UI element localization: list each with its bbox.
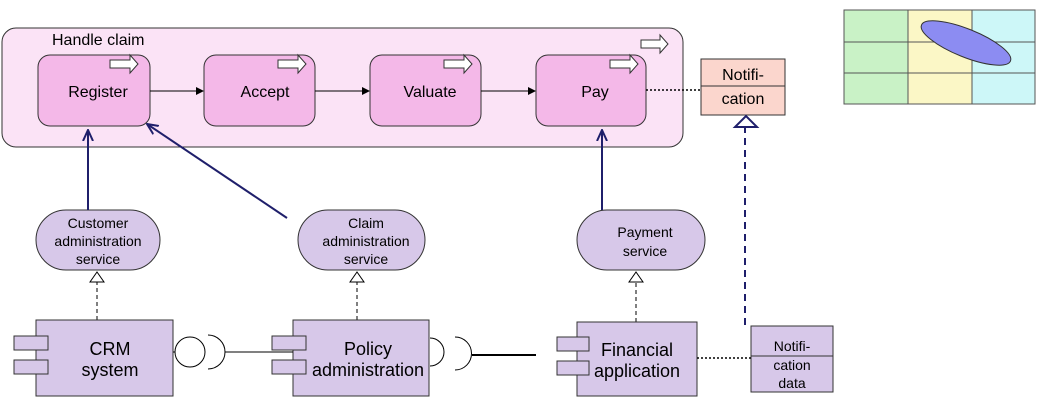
crm-policy-interface bbox=[173, 334, 293, 370]
component-icon bbox=[13, 359, 49, 375]
component-icon bbox=[271, 335, 307, 351]
customer-service-line2: administration bbox=[54, 233, 141, 249]
customer-service-line3: service bbox=[76, 251, 121, 267]
financial-label-line1: Financial bbox=[601, 340, 673, 360]
policy-label-line1: Policy bbox=[344, 339, 392, 359]
step-pay-label: Pay bbox=[581, 84, 609, 101]
payment-service-line2: service bbox=[623, 243, 668, 259]
step-register: Register bbox=[37, 53, 151, 127]
step-pay: Pay bbox=[535, 53, 647, 127]
policy-administration-component: Policy administration bbox=[271, 319, 430, 397]
component-icon bbox=[556, 360, 590, 376]
notification-event: Notifi- cation bbox=[700, 58, 786, 116]
legend-matrix bbox=[843, 9, 1036, 105]
component-icon bbox=[271, 359, 307, 375]
notification-data-line2: cation bbox=[773, 357, 810, 373]
step-accept: Accept bbox=[203, 53, 316, 127]
step-accept-label: Accept bbox=[241, 84, 290, 101]
component-icon bbox=[13, 335, 49, 351]
claim-service-line2: administration bbox=[322, 233, 409, 249]
customer-administration-service: Customer administration service bbox=[35, 209, 161, 271]
data-realizes-notification bbox=[732, 114, 760, 325]
notification-data-object: Notifi- cation data bbox=[750, 325, 834, 393]
process-title: Handle claim bbox=[52, 32, 144, 49]
handle-claim-process: Handle claim bbox=[1, 27, 684, 148]
notification-event-line2: cation bbox=[722, 91, 765, 108]
financial-label-line2: application bbox=[594, 361, 680, 381]
claim-service-to-register bbox=[147, 124, 288, 219]
claim-service-line1: Claim bbox=[348, 215, 384, 231]
crm-realizes-customer-service bbox=[89, 271, 105, 320]
legend-ellipse bbox=[920, 20, 1012, 66]
crm-label-line1: CRM bbox=[90, 339, 131, 359]
step-register-label: Register bbox=[68, 84, 128, 101]
step-valuate: Valuate bbox=[369, 53, 482, 127]
customer-service-line1: Customer bbox=[68, 215, 129, 231]
process-arrow-icon bbox=[640, 33, 669, 55]
financial-realizes-payment-service bbox=[628, 271, 644, 322]
step-arrow-icon bbox=[609, 53, 639, 75]
step-arrow-icon bbox=[443, 53, 473, 75]
step-arrow-icon bbox=[277, 53, 307, 75]
payment-service-line1: Payment bbox=[617, 224, 672, 240]
payment-service: Payment service bbox=[576, 209, 706, 271]
crm-label-line2: system bbox=[81, 360, 138, 380]
notification-data-line1: Notifi- bbox=[774, 338, 811, 354]
claim-administration-service: Claim administration service bbox=[297, 209, 426, 271]
crm-system-component: CRM system bbox=[13, 319, 174, 397]
policy-realizes-claim-service bbox=[349, 271, 365, 320]
claim-service-line3: service bbox=[344, 251, 389, 267]
financial-application-component: Financial application bbox=[556, 321, 698, 397]
notification-event-line1: Notifi- bbox=[722, 67, 764, 84]
step-arrow-icon bbox=[109, 53, 139, 75]
policy-financial-interface bbox=[429, 336, 536, 371]
policy-label-line2: administration bbox=[312, 360, 424, 380]
component-icon bbox=[556, 336, 590, 352]
step-valuate-label: Valuate bbox=[403, 84, 456, 101]
notification-data-line3: data bbox=[778, 375, 805, 391]
